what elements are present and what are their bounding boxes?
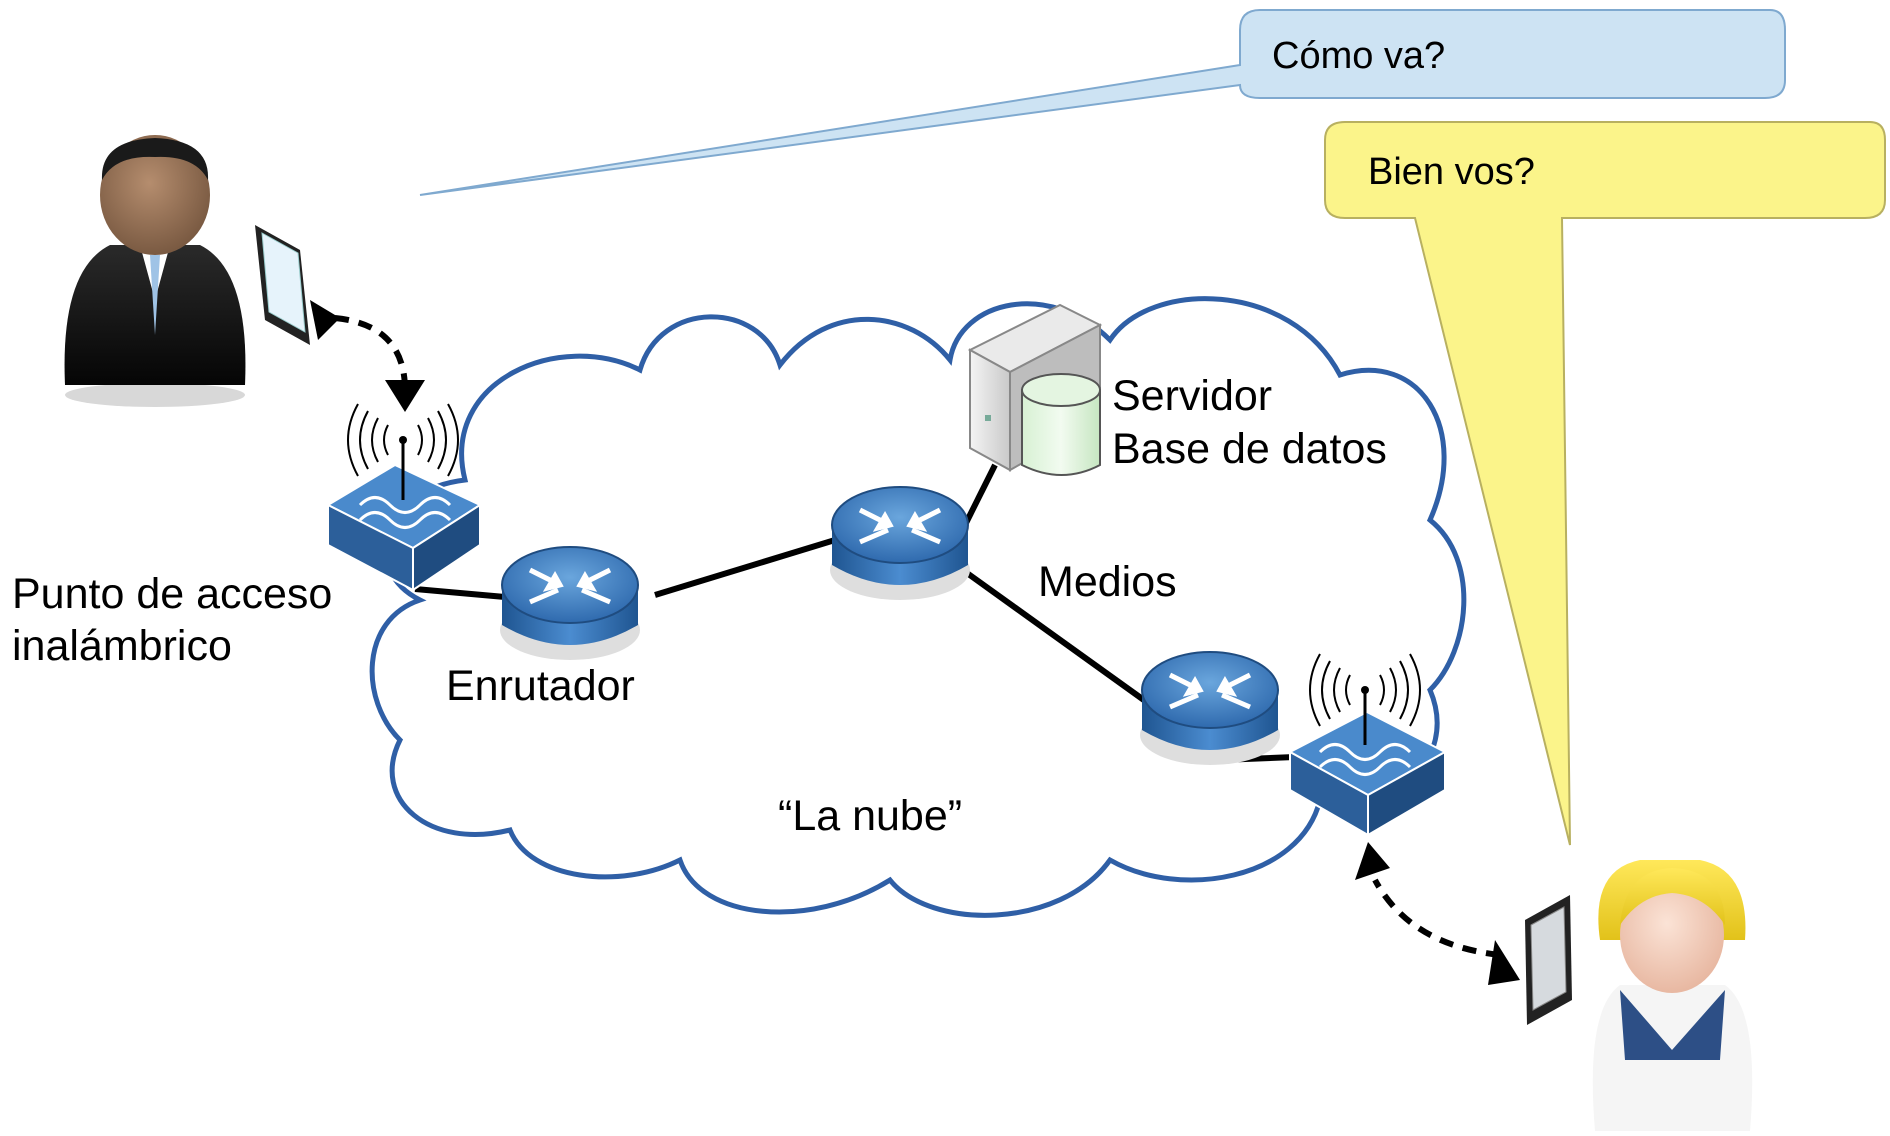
label-access-point-line2: inalámbrico [12, 622, 232, 670]
link-router1-router2 [654, 537, 836, 598]
bubble-text-bottom: Bien vos? [1368, 151, 1535, 193]
wireless-access-point-icon-2 [1287, 653, 1448, 837]
arrow-head-tablet [1488, 940, 1520, 985]
label-media: Medios [1038, 558, 1177, 606]
label-server-line1: Servidor [1112, 372, 1272, 420]
arrow-head-man [385, 380, 425, 412]
arrow-head-woman [1355, 842, 1390, 880]
tablet-icon-man [255, 225, 310, 345]
wireless-arrow-man [334, 315, 408, 391]
router-icon-2 [830, 486, 970, 600]
wireless-arrow-woman [1372, 878, 1501, 958]
tablet-icon-woman [1525, 895, 1572, 1025]
wireless-links [310, 300, 1520, 985]
link-router2-router3 [958, 565, 1150, 706]
label-access-point-line1: Punto de acceso [12, 570, 332, 618]
arrow-tail-man [310, 300, 340, 340]
man-user-icon [64, 135, 246, 407]
database-server-icon [967, 303, 1103, 476]
router-icon-1 [500, 546, 640, 660]
speech-bubble-top: Cómo va? [419, 9, 1786, 196]
link-router2-server [962, 463, 998, 527]
network-links [414, 463, 1296, 763]
router-icon-3 [1140, 651, 1280, 765]
bubble-text-top: Cómo va? [1272, 35, 1445, 77]
label-server-line2: Base de datos [1112, 425, 1387, 473]
label-cloud: “La nube” [778, 792, 962, 840]
speech-bubble-bottom: Bien vos? [1324, 121, 1886, 846]
wireless-access-point-icon-1 [325, 403, 483, 592]
diagram-labels: Punto de acceso inalámbrico Enrutador Se… [12, 372, 1387, 840]
label-router: Enrutador [446, 662, 635, 710]
link-ap-router1 [414, 586, 506, 600]
woman-user-icon [1592, 860, 1753, 1131]
